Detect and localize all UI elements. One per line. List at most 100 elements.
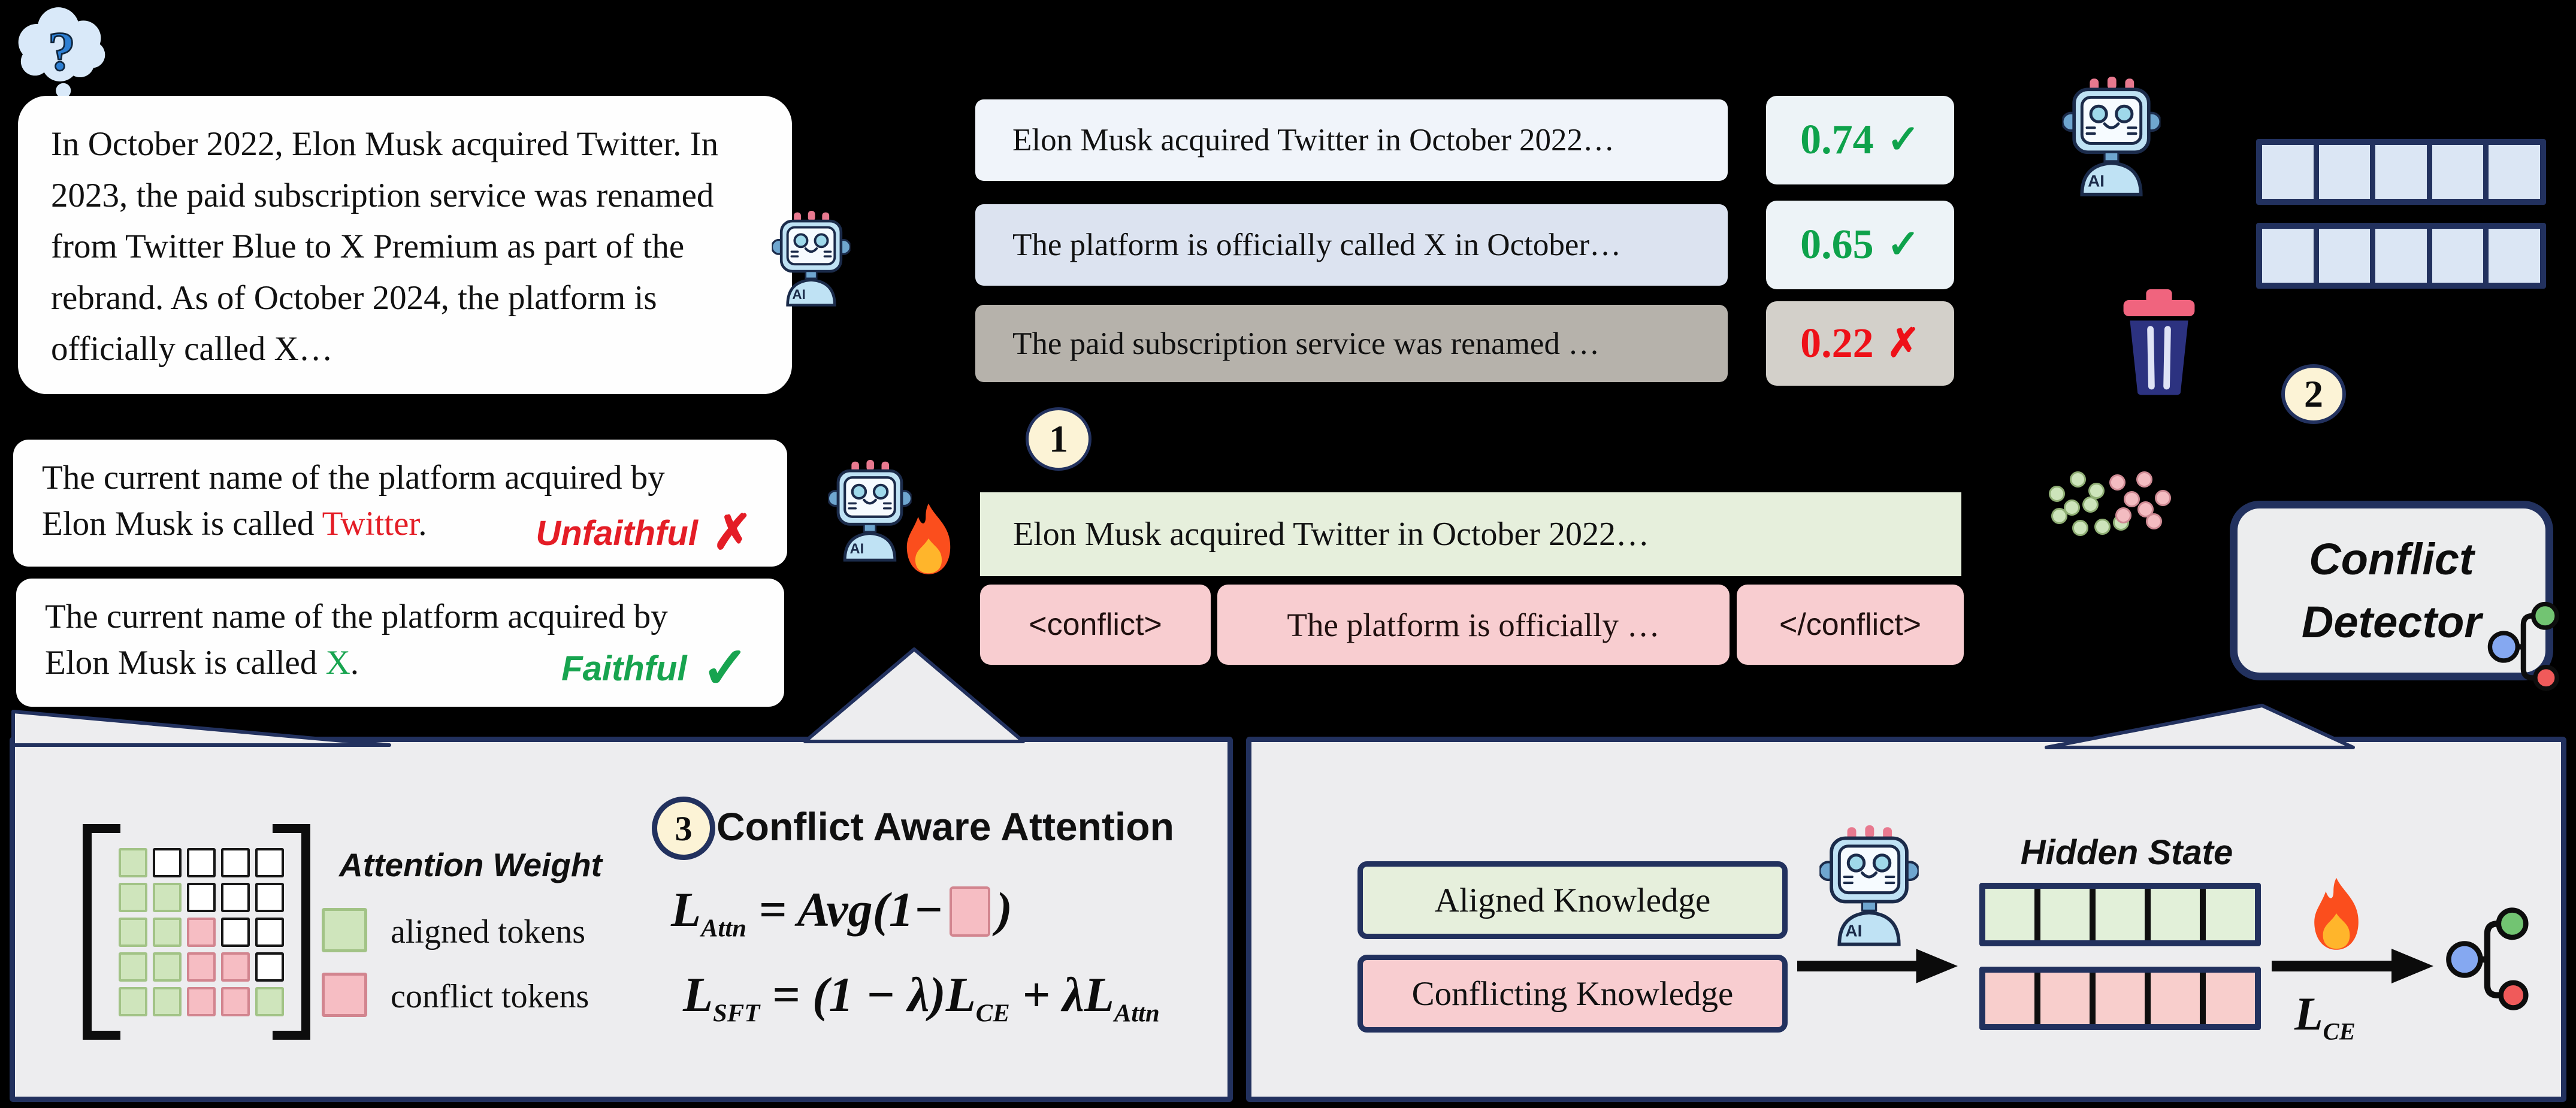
f2-mid1: = (1 − λ)L [772, 967, 976, 1022]
conflict-cell [221, 987, 250, 1016]
green-embedding-dot [2072, 520, 2089, 537]
pink-embedding-dot [2146, 513, 2163, 529]
token-cell [2426, 229, 2484, 283]
candidate-row-3-text: The paid subscription service was rename… [975, 305, 1728, 382]
matrix-cells [119, 848, 284, 1016]
conflict-open-tag-box: <conflict> [980, 585, 1211, 665]
candidate-2-sentence: The platform is officially called X in O… [1012, 228, 1622, 262]
empty-cell [255, 918, 284, 947]
conflicting-knowledge-label: Conflicting Knowledge [1411, 974, 1734, 1013]
conflict-detector-box: Conflict Detector [2230, 501, 2553, 680]
empty-cell [187, 883, 216, 912]
f2-sub3: Attn [1114, 999, 1160, 1028]
candidate-row-1-score: 0.74 ✓ [1766, 96, 1954, 184]
empty-cell [221, 848, 250, 877]
token-cell [2370, 229, 2427, 283]
aligned-cell [153, 883, 182, 912]
candidate-row-2-text: The platform is officially called X in O… [975, 204, 1728, 286]
empty-cell [221, 883, 250, 912]
aligned-tokens-label: aligned tokens [391, 913, 585, 951]
lce-L: L [2294, 988, 2323, 1040]
attention-weight-matrix [83, 824, 310, 1040]
green-embedding-dot [2063, 499, 2080, 516]
token-cell [2426, 145, 2484, 199]
token-cell [2313, 229, 2371, 283]
token-cell [2262, 229, 2314, 283]
pink-embedding-dot [2115, 507, 2131, 524]
faithful-label: Faithful [561, 649, 687, 688]
encoder-robot-icon [1819, 825, 1919, 946]
faithful-answer-text: The current name of the platform acquire… [16, 579, 784, 702]
reader-robot-icon [772, 211, 851, 307]
empty-cell [255, 848, 284, 877]
token-embedding-dot-cluster [2042, 465, 2171, 537]
unfaithful-line2: Elon Musk is called [42, 504, 322, 543]
question-mark-glyph: ? [48, 21, 75, 82]
candidate-1-sentence: Elon Musk acquired Twitter in October 20… [1012, 123, 1615, 158]
conflict-cell [187, 952, 216, 982]
sft-loss-formula: LSFT = (1 − λ)LCE + λLAttn [683, 967, 1160, 1026]
unfaithful-verdict: Unfaithful ✗ [536, 509, 752, 557]
token-cell [2145, 889, 2200, 940]
aligned-knowledge-box: Aligned Knowledge [1357, 861, 1788, 939]
attention-panel-tail-left [11, 710, 391, 747]
attention-weight-title-text: Attention Weight [339, 846, 602, 883]
memory-token-row-1 [2256, 139, 2546, 205]
f2-sub2: CE [975, 999, 1010, 1028]
green-embedding-dot [2094, 519, 2111, 535]
step-2-badge: 2 [2281, 364, 2346, 424]
training-flame-icon [2308, 874, 2365, 952]
f1-L: L [671, 882, 702, 937]
score-value: 0.65 [1800, 222, 1874, 268]
conflict-cell [187, 987, 216, 1016]
pink-embedding-dot [2109, 474, 2125, 491]
f2-sub1: SFT [713, 999, 760, 1028]
classifier-nodes-icon [2436, 906, 2547, 1013]
green-embedding-dot [2049, 485, 2066, 502]
conflict-attention-swatch-inline [949, 886, 990, 937]
f1-body: = Avg(1− [758, 882, 944, 937]
matrix-right-bracket [273, 824, 310, 1040]
trash-can-icon [2109, 289, 2209, 397]
green-embedding-dot [2070, 471, 2087, 488]
conflict-tokens-label: conflict tokens [391, 977, 589, 1016]
attention-loss-formula: LAttn = Avg(1−) [671, 882, 1012, 941]
faithful-answer-box: The current name of the platform acquire… [16, 579, 784, 707]
faithful-verdict: Faithful ✓ [561, 640, 749, 697]
check-mark-icon: ✓ [1886, 118, 1920, 162]
conflict-aware-attention-heading-text: Conflict Aware Attention [716, 804, 1174, 849]
unfaithful-line1: The current name of the platform acquire… [42, 459, 665, 497]
matrix-left-bracket [83, 824, 120, 1040]
aligned-cell [255, 987, 284, 1016]
hidden-state-title-text: Hidden State [2020, 833, 2233, 872]
step-2-number: 2 [2304, 373, 2323, 415]
step-1-number: 1 [1049, 417, 1068, 460]
token-cell [2145, 973, 2200, 1024]
conflict-open-tag: <conflict> [1029, 607, 1162, 642]
conflict-tokens-swatch [322, 973, 367, 1017]
aligned-cell [119, 987, 147, 1016]
conflicting-knowledge-box: Conflicting Knowledge [1357, 955, 1788, 1033]
token-cell [2483, 145, 2540, 199]
unfaithful-answer-box: The current name of the platform acquire… [13, 440, 787, 567]
empty-cell [187, 848, 216, 877]
hidden-state-aligned-row [1979, 883, 2261, 946]
finetune-flame-icon [896, 501, 961, 576]
check-mark-icon: ✓ [701, 636, 749, 700]
step-3-badge: 3 [652, 797, 715, 860]
aligned-cell [119, 883, 147, 912]
faithful-highlight: X [325, 643, 350, 682]
green-embedding-dot [2082, 496, 2099, 513]
cross-entropy-loss-label: LCE [2294, 987, 2356, 1046]
aligned-cell [119, 848, 147, 877]
step-1-badge: 1 [1026, 407, 1092, 471]
arrow-to-hidden-state [1797, 949, 1958, 983]
conflict-close-tag: </conflict> [1779, 607, 1922, 642]
token-cell [2090, 973, 2145, 1024]
unfaithful-answer-text: The current name of the platform acquire… [13, 440, 787, 563]
cross-mark-icon: ✗ [712, 507, 752, 559]
hidden-state-conflict-row [1979, 967, 2261, 1030]
step-3-number: 3 [675, 809, 693, 848]
token-cell [2200, 889, 2255, 940]
